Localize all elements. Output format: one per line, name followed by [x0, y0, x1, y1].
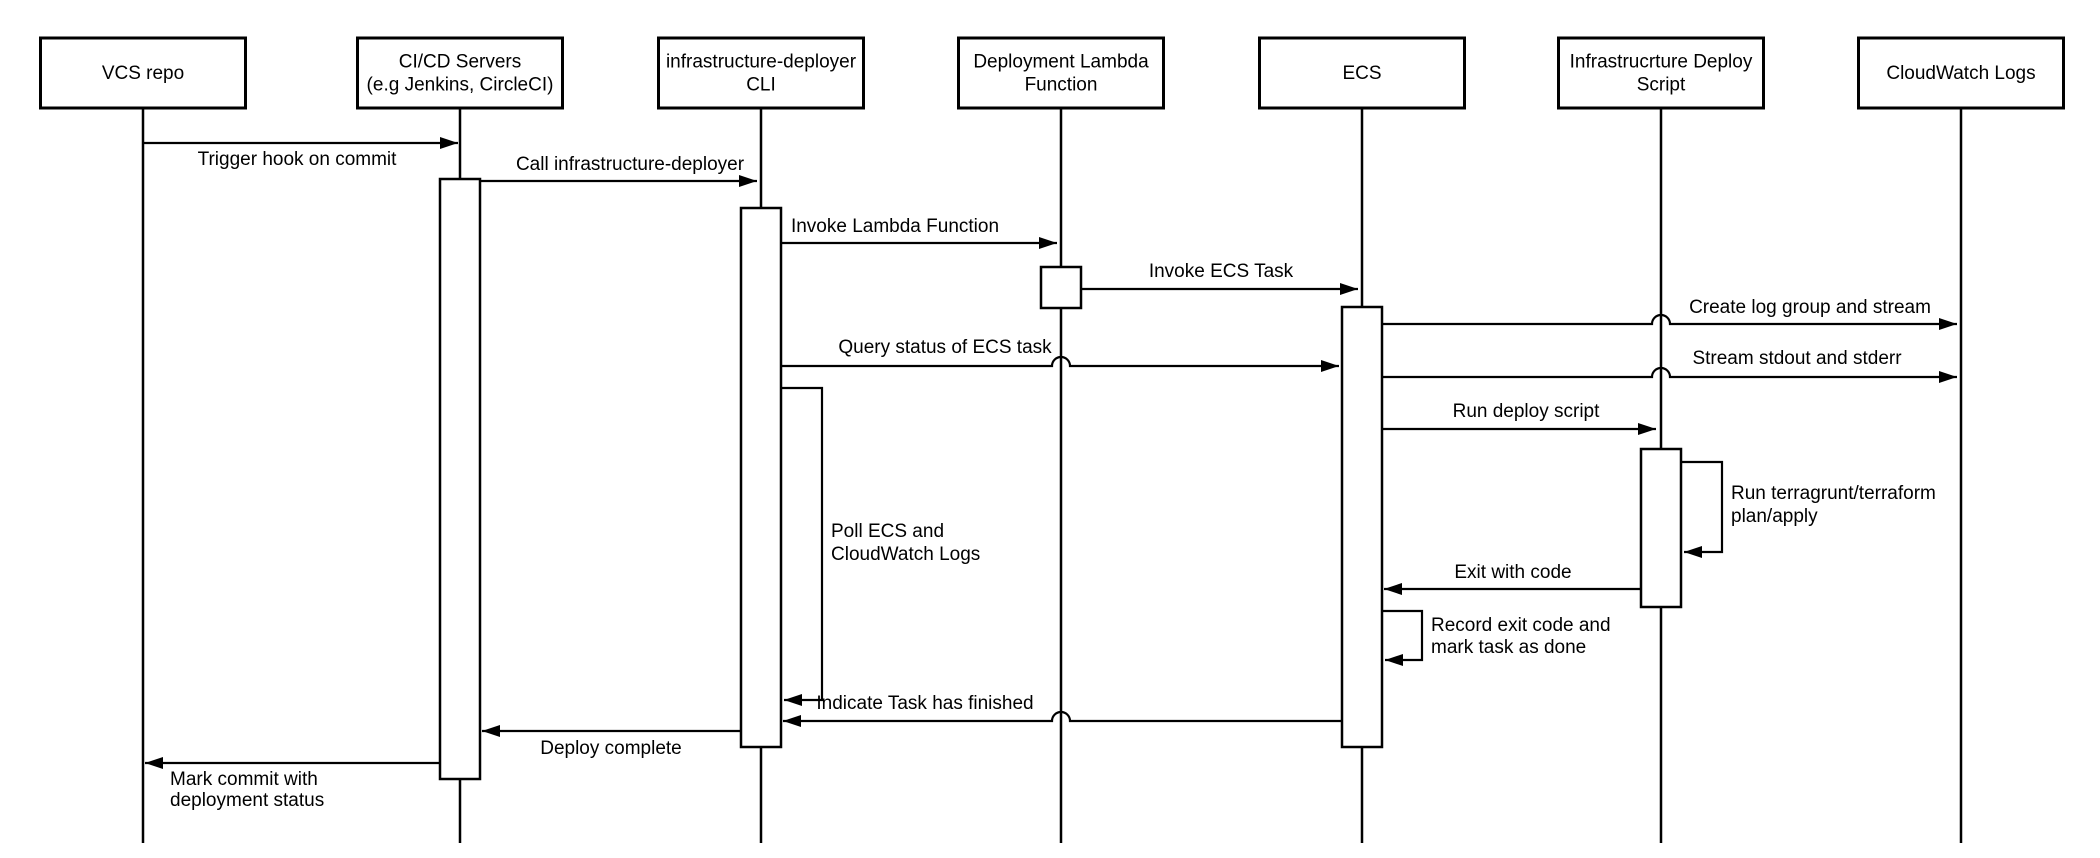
activation-deploy — [1639, 447, 1683, 609]
activation-lambda — [1039, 265, 1083, 310]
message-label-indicate-done: Indicate Task has finished — [816, 693, 1033, 714]
actor-label-ecs: ECS — [1342, 63, 1381, 84]
actor-box-lambda — [957, 36, 1165, 110]
actor-label-lambda: Function — [1025, 75, 1098, 96]
self-message-label-terragrunt: plan/apply — [1731, 506, 1818, 527]
actor-label-cli: CLI — [746, 75, 776, 96]
self-message-label-poll-loop: CloudWatch Logs — [831, 544, 980, 565]
message-label-stream-stdout: Stream stdout and stderr — [1692, 348, 1902, 369]
actor-label-lambda: Deployment Lambda — [973, 52, 1149, 73]
actor-label-cw: CloudWatch Logs — [1886, 63, 2035, 84]
message-label-invoke-lambda: Invoke Lambda Function — [791, 216, 999, 237]
message-label-trigger-hook: Trigger hook on commit — [198, 149, 398, 170]
actor-label-cicd: (e.g Jenkins, CircleCI) — [367, 75, 554, 96]
message-label-invoke-ecs-task: Invoke ECS Task — [1149, 261, 1294, 282]
actor-box-cw — [1857, 36, 2065, 110]
actor-label-vcs: VCS repo — [102, 63, 184, 84]
self-message-label-terragrunt: Run terragrunt/terraform — [1731, 483, 1936, 504]
message-label-mark-commit: deployment status — [170, 790, 324, 811]
self-message-label-poll-loop: Poll ECS and — [831, 521, 944, 542]
message-label-create-log: Create log group and stream — [1689, 297, 1931, 318]
actor-box-cli — [657, 36, 865, 110]
self-message-label-record-exit: mark task as done — [1431, 637, 1586, 658]
message-arrow-create-log — [1382, 313, 1957, 330]
message-label-run-deploy: Run deploy script — [1453, 401, 1601, 422]
activation-cicd — [438, 177, 482, 781]
actor-box-vcs — [39, 36, 247, 110]
actor-box-deploy — [1557, 36, 1765, 110]
actor-box-cicd — [356, 36, 564, 110]
self-message-label-record-exit: Record exit code and — [1431, 615, 1611, 636]
message-label-exit-with-code: Exit with code — [1454, 562, 1571, 583]
self-message-poll-loop — [781, 386, 824, 706]
actor-label-cli: infrastructure-deployer — [666, 52, 857, 73]
actor-label-deploy: Infrastrucrture Deploy — [1570, 52, 1753, 73]
self-message-terragrunt — [1681, 460, 1724, 558]
actor-label-cicd: CI/CD Servers — [399, 52, 521, 73]
message-label-call-deployer: Call infrastructure-deployer — [516, 154, 745, 175]
self-message-record-exit — [1382, 609, 1424, 666]
message-label-deploy-complete: Deploy complete — [540, 738, 682, 759]
actor-label-deploy: Script — [1637, 75, 1686, 96]
activation-ecs — [1340, 305, 1384, 749]
activation-cli — [739, 206, 783, 749]
message-label-mark-commit: Mark commit with — [170, 769, 318, 790]
message-arrow-query-status — [781, 355, 1339, 372]
actor-box-ecs — [1258, 36, 1466, 110]
message-arrow-indicate-done — [783, 710, 1342, 727]
message-arrow-stream-stdout — [1382, 366, 1957, 383]
message-label-query-status: Query status of ECS task — [838, 337, 1052, 358]
